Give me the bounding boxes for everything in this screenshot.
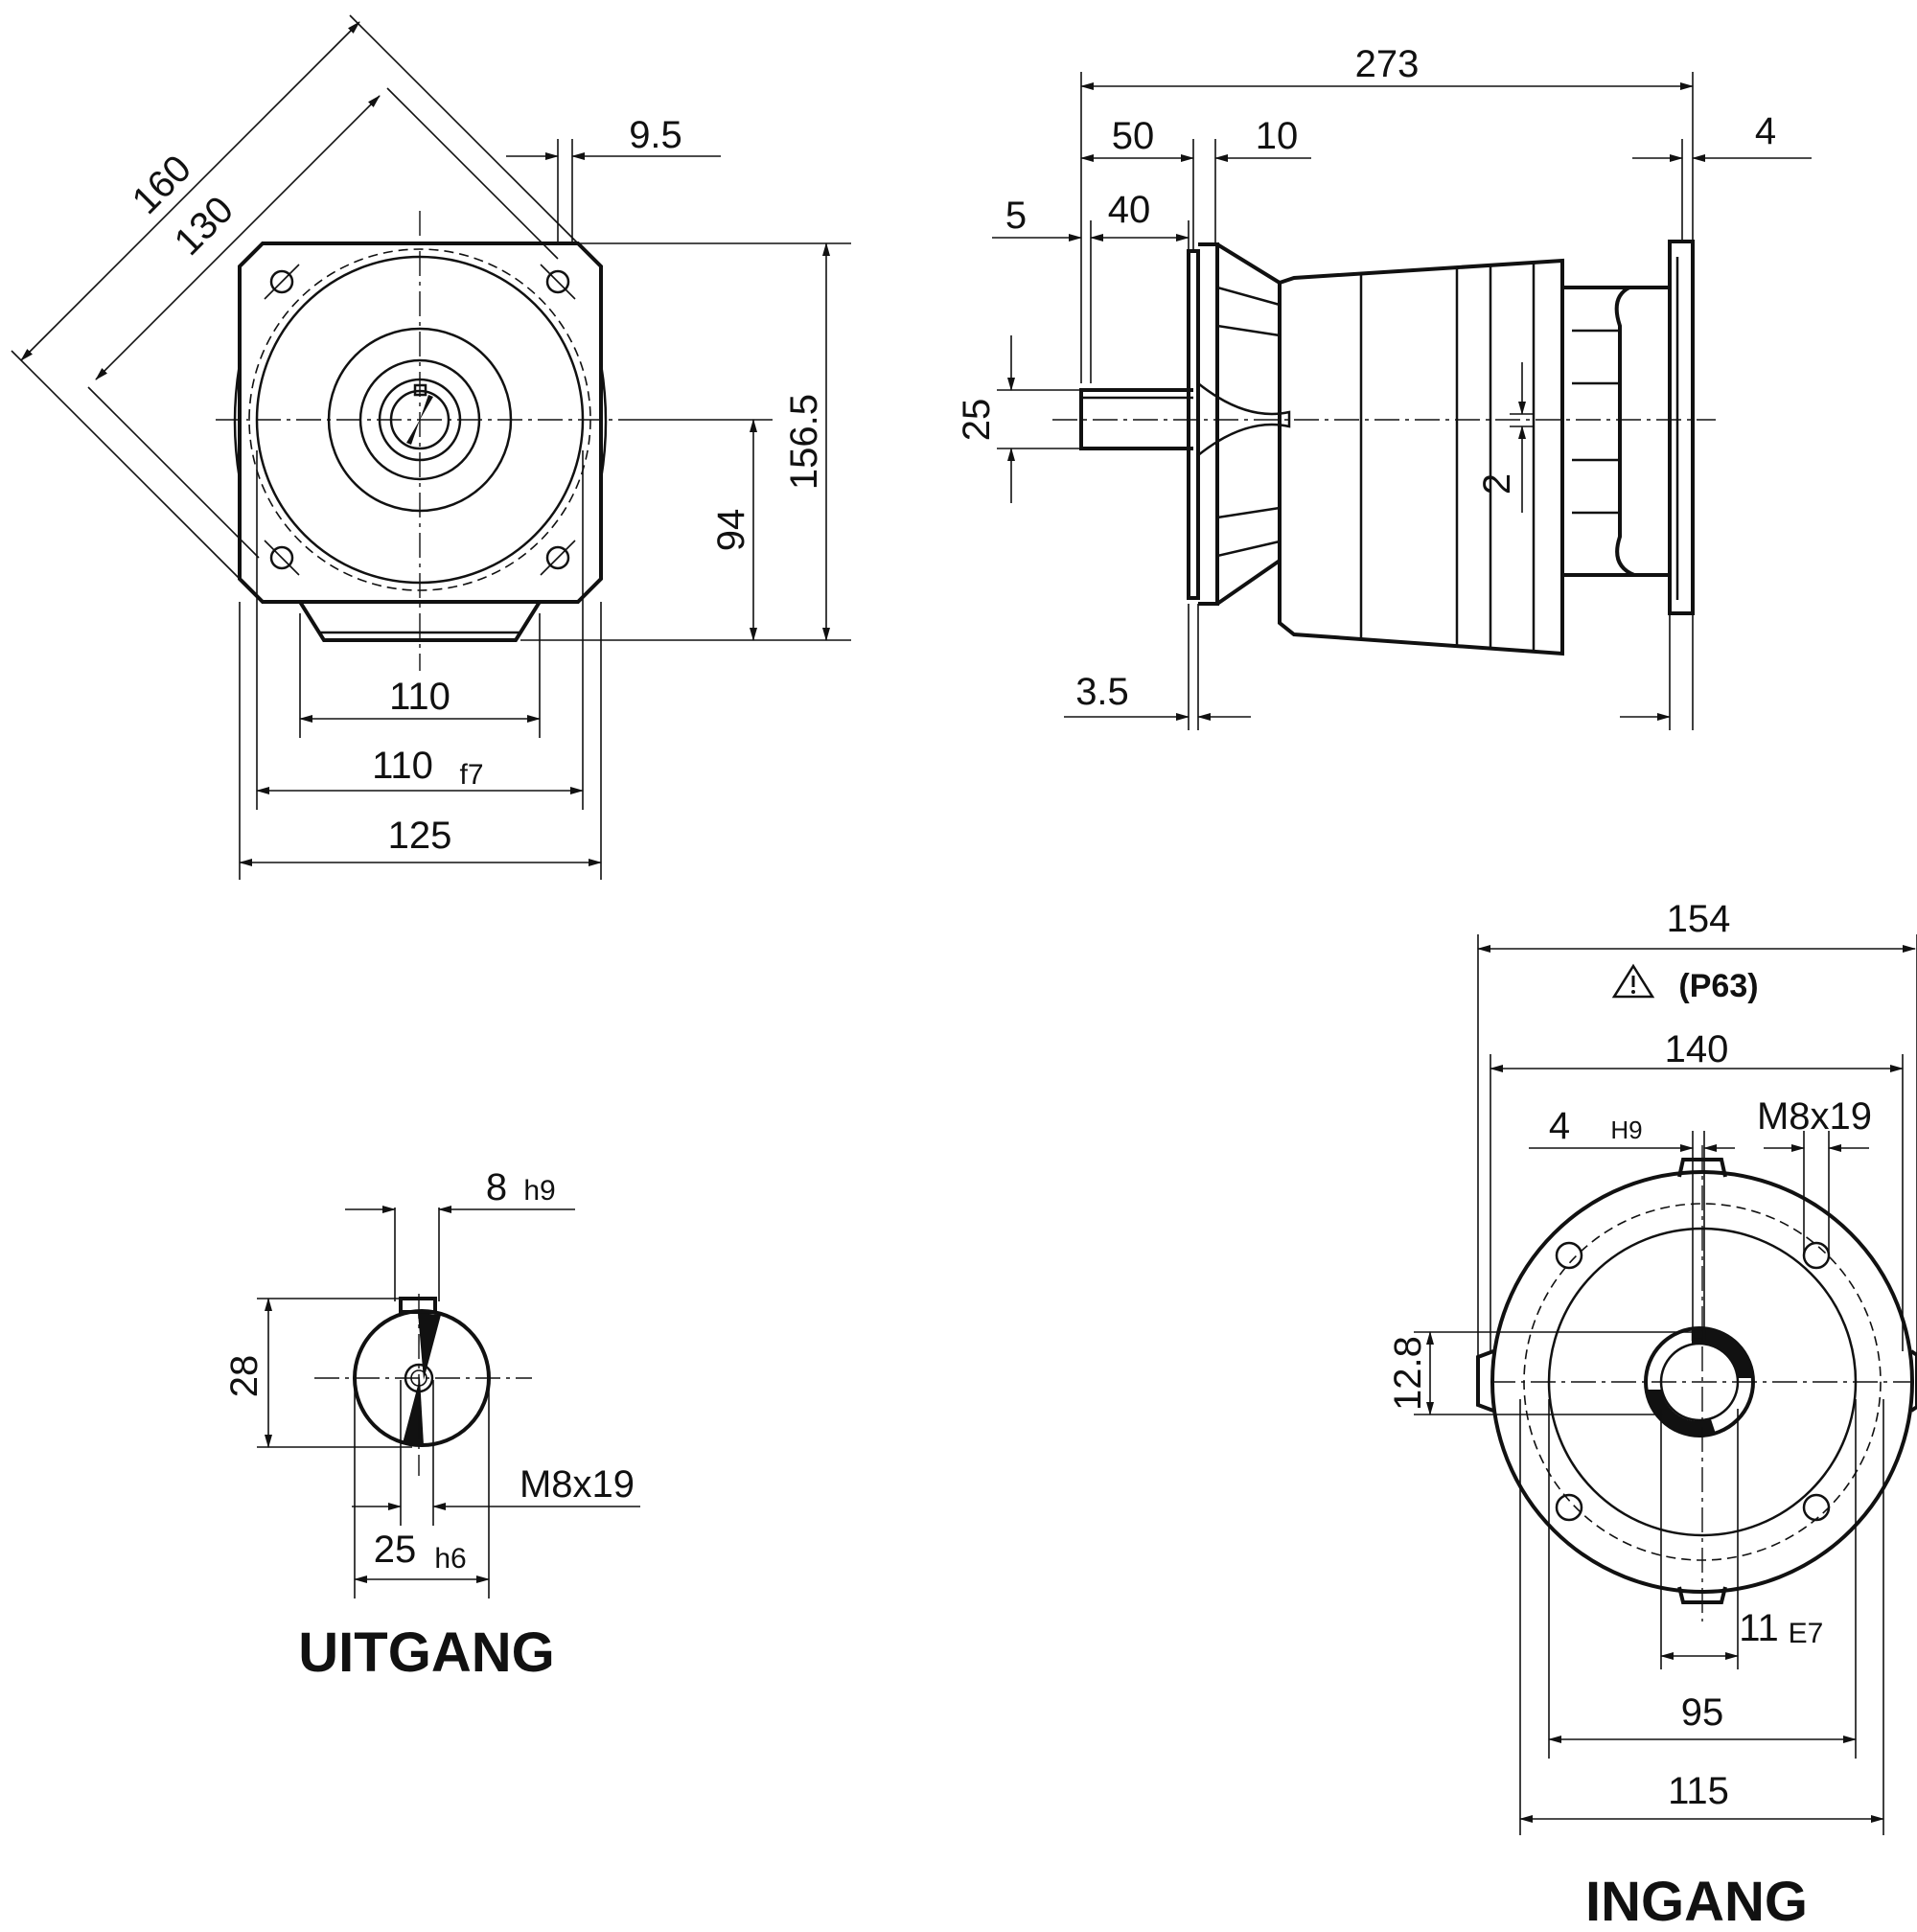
bore-keyway — [1691, 1326, 1706, 1342]
dim-50: 50 — [1112, 115, 1155, 157]
shaft-seal — [1197, 382, 1291, 456]
dim-12-8: 12.8 — [1387, 1336, 1429, 1411]
uitgang-view: 8 h9 28 M8x19 25 h6 UITGANG — [223, 1166, 640, 1684]
tol-E7: E7 — [1789, 1618, 1824, 1649]
tol-f7: f7 — [459, 759, 483, 791]
dim-9-5: 9.5 — [629, 114, 682, 156]
dim-8: 8 — [486, 1166, 507, 1208]
main-housing — [1278, 258, 1564, 656]
dim-25: 25 — [956, 399, 998, 442]
dim-130: 130 — [167, 189, 242, 264]
gearbox-side-view: 273 50 10 4 5 40 25 2 — [956, 43, 1812, 730]
input-flange-plate — [1668, 240, 1695, 615]
output-flange-plate — [1187, 249, 1200, 600]
bolt-hole-icon — [1555, 1493, 1583, 1522]
dim-94: 94 — [710, 509, 752, 552]
output-key — [399, 1297, 437, 1314]
flange-lug-right — [1909, 1349, 1917, 1413]
key-hatch-bottom — [403, 1378, 424, 1445]
key-hatch-top — [418, 1313, 441, 1380]
dim-2: 2 — [1476, 473, 1518, 494]
warning-triangle-icon — [1611, 963, 1655, 999]
bore-hatch-bottom — [1646, 1390, 1716, 1437]
label-p63: (P63) — [1678, 968, 1758, 1004]
ingang-view: 154 (P63) 140 4 H9 M8x19 12.8 — [1387, 898, 1917, 1932]
input-bell — [1629, 286, 1672, 577]
tol-h9: h9 — [523, 1175, 555, 1207]
dim-4: 4 — [1755, 110, 1776, 152]
uitgang-title: UITGANG — [298, 1622, 554, 1684]
dim-110-f7: 110 — [372, 745, 433, 787]
dim-140: 140 — [1665, 1028, 1729, 1070]
bolt-hole-icon — [269, 545, 294, 570]
bolt-hole-icon — [545, 269, 570, 294]
bolt-hole-icon — [545, 545, 570, 570]
housing-cone — [1215, 242, 1282, 606]
dim-m8x19: M8x19 — [520, 1463, 635, 1506]
dim-156-5: 156.5 — [783, 394, 825, 490]
flange-lug-left — [1476, 1349, 1494, 1413]
dim-95: 95 — [1681, 1691, 1724, 1734]
dim-10: 10 — [1256, 115, 1299, 157]
dim-5: 5 — [1005, 195, 1027, 237]
dim-m8x19-in: M8x19 — [1757, 1095, 1872, 1138]
output-flange-body — [1198, 242, 1219, 606]
dim-4-h9: 4 — [1549, 1105, 1570, 1147]
tol-H9: H9 — [1610, 1116, 1642, 1144]
input-adapter — [1562, 286, 1635, 577]
dim-40: 40 — [1108, 189, 1151, 231]
output-shaft — [1079, 388, 1193, 450]
tol-h6: h6 — [434, 1543, 466, 1575]
dim-110: 110 — [389, 676, 450, 718]
dim-25-h6: 25 — [374, 1529, 417, 1571]
bolt-hole-icon — [1802, 1241, 1831, 1270]
dim-28: 28 — [223, 1355, 266, 1398]
shaft-key-mark — [406, 395, 433, 445]
bolt-hole-icon — [1555, 1241, 1583, 1270]
dim-154: 154 — [1667, 898, 1731, 940]
bolt-hole-icon — [1802, 1493, 1831, 1522]
dim-11-e7: 11 — [1739, 1607, 1779, 1649]
ingang-title: INGANG — [1585, 1871, 1808, 1932]
housing-right-bulge — [599, 363, 608, 480]
dim-115: 115 — [1668, 1770, 1729, 1812]
output-spigot — [298, 600, 542, 642]
dim-125: 125 — [388, 815, 452, 857]
output-front-view: 160 130 9.5 156.5 94 110 110 f7 125 — [11, 14, 851, 880]
dim-273: 273 — [1355, 43, 1420, 85]
bore-hatch-top — [1692, 1327, 1753, 1378]
dim-3-5: 3.5 — [1075, 671, 1129, 713]
